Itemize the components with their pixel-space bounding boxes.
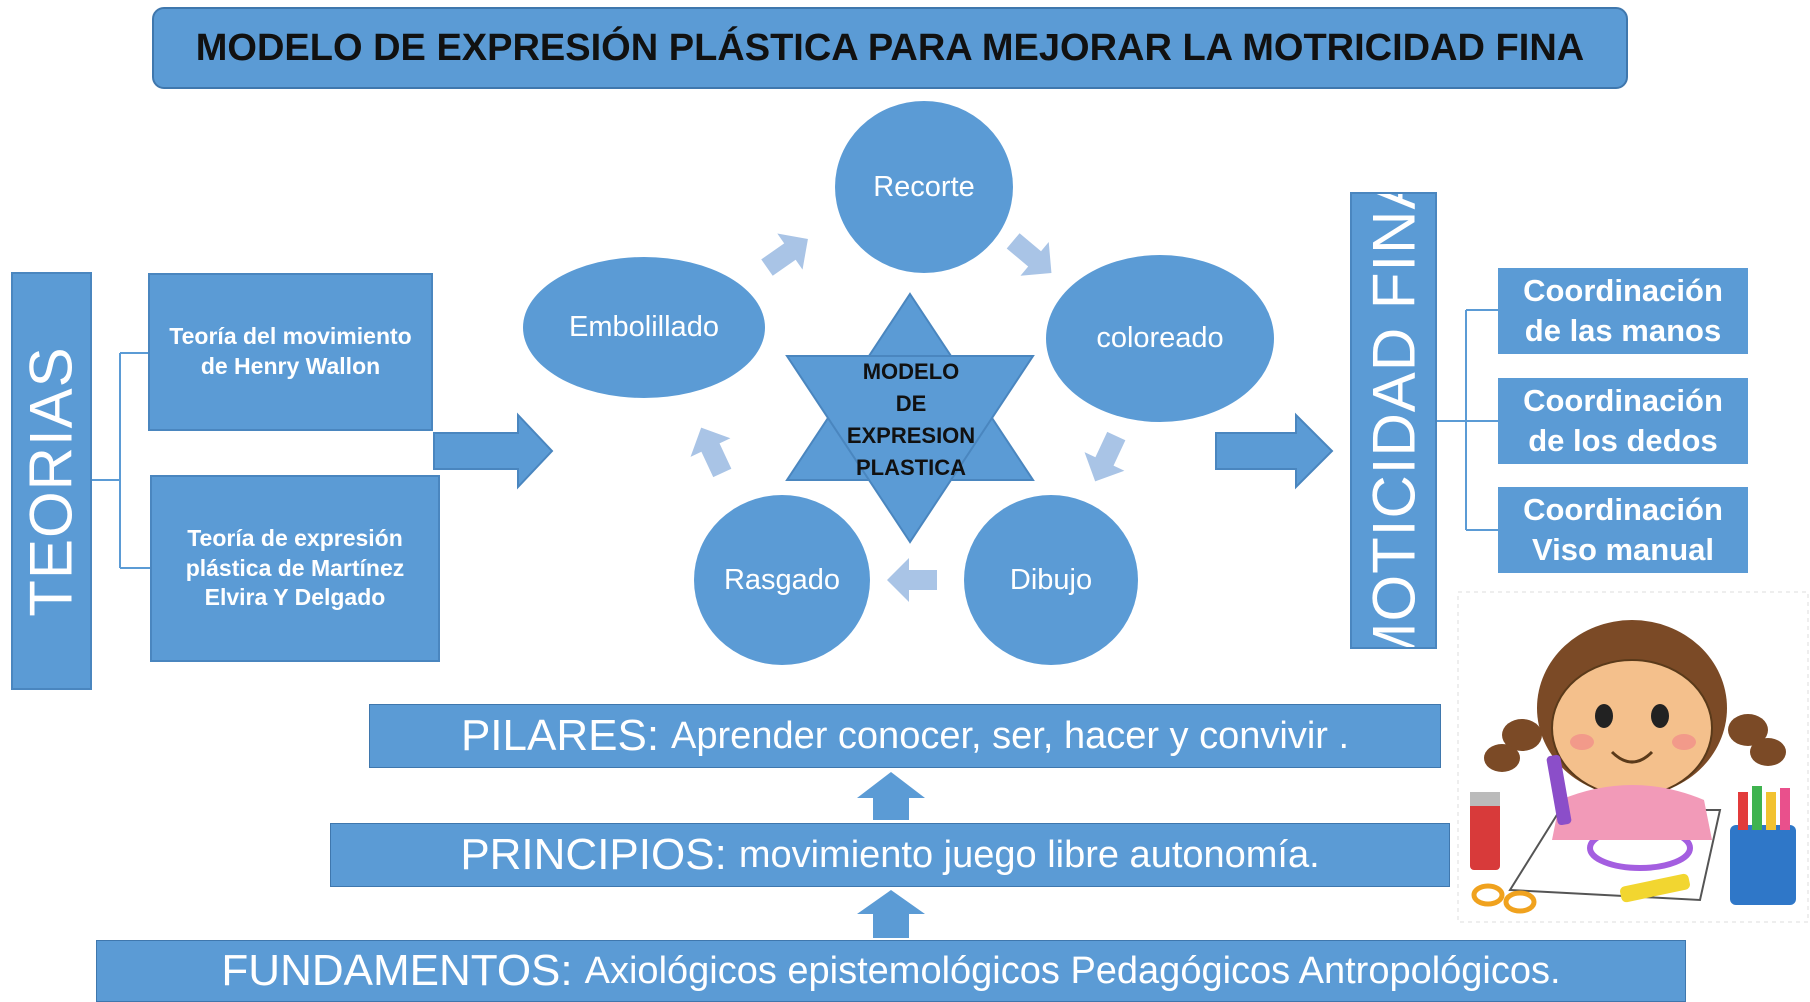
cycle-node-recorte: Recorte bbox=[835, 101, 1013, 273]
arrow-right-left bbox=[433, 412, 554, 490]
principios-text: movimiento juego libre autonomía. bbox=[738, 833, 1320, 876]
theory-martinez: Teoría de expresión plástica de Martínez… bbox=[150, 475, 440, 662]
fundamentos-text: Axiológicos epistemológicos Pedagógicos … bbox=[584, 949, 1561, 992]
coord-viso-line-1: Coordinación bbox=[1523, 491, 1723, 527]
coord-manos-line-1: Coordinación bbox=[1523, 272, 1723, 308]
pilares-label: PILARES: bbox=[460, 711, 660, 760]
coord-viso-line-2: Viso manual bbox=[1531, 532, 1715, 567]
theory-martinez-line-2: plástica de Martínez bbox=[185, 554, 405, 581]
cycle-node-rasgado: Rasgado bbox=[694, 495, 870, 665]
coord-dedos-line-2: de los dedos bbox=[1528, 423, 1718, 458]
coord-viso-manual: Coordinación Viso manual bbox=[1498, 487, 1748, 573]
arrow-up-top bbox=[857, 772, 925, 820]
coord-dedos-line-1: Coordinación bbox=[1523, 382, 1723, 418]
theory-bracket bbox=[92, 352, 150, 569]
star-line-3: EXPRESION bbox=[846, 423, 976, 448]
teorias-label: TEORIAS bbox=[11, 272, 92, 690]
child-drawing-illustration bbox=[1457, 591, 1809, 923]
cycle-node-dibujo: Dibujo bbox=[964, 495, 1138, 665]
arrow-up-bottom bbox=[857, 890, 925, 938]
star-line-1: MODELO bbox=[862, 359, 960, 384]
arrow-right-right bbox=[1215, 412, 1334, 490]
coord-manos-line-2: de las manos bbox=[1524, 313, 1722, 348]
coord-manos: Coordinación de las manos bbox=[1498, 268, 1748, 354]
diagram-title: MODELO DE EXPRESIÓN PLÁSTICA PARA MEJORA… bbox=[152, 7, 1628, 89]
cycle-arrows bbox=[690, 233, 1126, 602]
principios-label: PRINCIPIOS: bbox=[460, 830, 727, 879]
motricidad-label: MOTICIDAD FINA bbox=[1350, 192, 1437, 649]
principios-band: PRINCIPIOS: movimiento juego libre auton… bbox=[330, 823, 1450, 887]
star-label: MODELO DE EXPRESION PLASTICA bbox=[835, 356, 987, 484]
pilares-text: Aprender conocer, ser, hacer y convivir … bbox=[671, 714, 1350, 757]
star-line-4: PLASTICA bbox=[856, 455, 966, 480]
cycle-node-embolillado: Embolillado bbox=[523, 257, 765, 398]
fundamentos-band: FUNDAMENTOS: Axiológicos epistemológicos… bbox=[96, 940, 1686, 1002]
cycle-node-coloreado: coloreado bbox=[1046, 255, 1274, 422]
fundamentos-label: FUNDAMENTOS: bbox=[221, 946, 573, 995]
theory-wallon-line-2: de Henry Wallon bbox=[200, 353, 381, 379]
star-shape bbox=[785, 292, 1035, 544]
theory-wallon: Teoría del movimiento de Henry Wallon bbox=[148, 273, 433, 431]
star-line-2: DE bbox=[895, 391, 927, 416]
motricidad-bracket bbox=[1437, 309, 1498, 531]
pilares-band: PILARES: Aprender conocer, ser, hacer y … bbox=[369, 704, 1441, 768]
coord-dedos: Coordinación de los dedos bbox=[1498, 378, 1748, 464]
theory-martinez-line-3: Elvira Y Delgado bbox=[204, 584, 386, 611]
theory-martinez-line-1: Teoría de expresión bbox=[187, 524, 403, 551]
theory-wallon-line-1: Teoría del movimiento bbox=[169, 323, 412, 350]
